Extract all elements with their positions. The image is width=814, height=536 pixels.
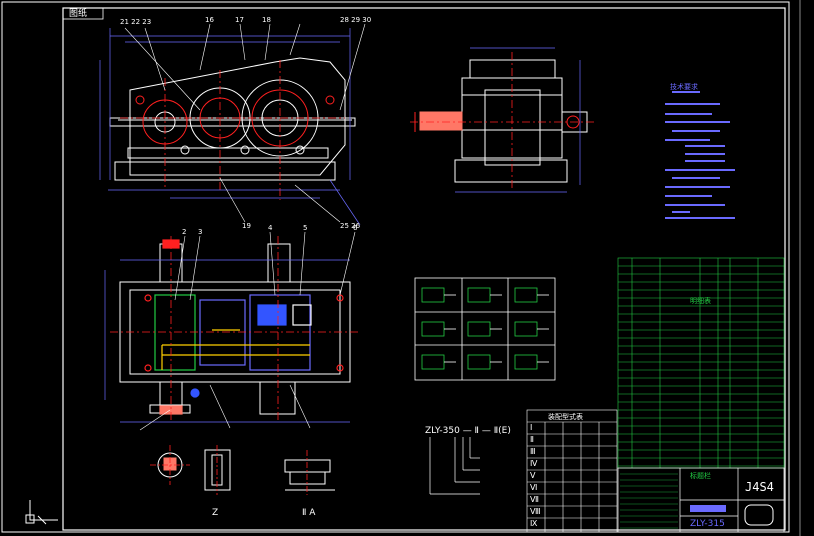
sheet-tab-label: 图纸	[69, 9, 88, 19]
svg-text:3: 3	[198, 228, 202, 236]
tech-requirements-title: 技术要求	[670, 83, 698, 91]
ratio-row-label: Ⅷ	[530, 507, 541, 516]
parts-list-table	[617, 257, 785, 469]
ratio-row-label: Ⅲ	[530, 447, 536, 456]
ratio-row-label: Ⅳ	[530, 459, 538, 468]
model-formula-block	[429, 437, 480, 495]
ucs-icon	[25, 500, 58, 525]
ratio-row-label: Ⅰ	[530, 423, 533, 432]
tab-box	[62, 7, 104, 20]
svg-text:5: 5	[303, 224, 307, 232]
inner-frame	[62, 7, 786, 531]
ratio-row-label: Ⅵ	[530, 483, 538, 492]
assembly-grid	[414, 277, 556, 381]
svg-text:18: 18	[262, 16, 271, 24]
parts-list-title: 明细表	[690, 297, 711, 305]
ratio-row-label: Ⅶ	[530, 495, 539, 504]
svg-text:4: 4	[268, 224, 273, 232]
ratio-table-title: 装配型式表	[548, 413, 583, 421]
tech-requirements-lines	[665, 91, 735, 219]
front-view	[109, 57, 356, 181]
svg-text:2: 2	[182, 228, 186, 236]
outer-frame	[1, 1, 790, 533]
logo-seal	[744, 504, 774, 526]
view-label-left: Z	[212, 508, 219, 518]
svg-text:25 26: 25 26	[340, 222, 361, 230]
ratio-row-label: Ⅱ	[530, 435, 534, 444]
svg-text:21 22 23: 21 22 23	[120, 18, 151, 26]
model-formula: ZLY-350 — Ⅱ — Ⅱ(E)	[425, 426, 511, 436]
view-label-right: Ⅱ A	[302, 508, 316, 518]
title-block	[617, 467, 785, 533]
side-view	[414, 59, 588, 183]
ratio-row-label: Ⅴ	[530, 471, 536, 480]
svg-text:16: 16	[205, 16, 214, 24]
svg-text:17: 17	[235, 16, 244, 24]
ratio-row-label: Ⅸ	[530, 519, 538, 528]
svg-text:6: 6	[353, 224, 358, 232]
ratio-table	[526, 409, 618, 533]
svg-text:28 29 30: 28 29 30	[340, 16, 371, 24]
title-block-title: 标题栏	[690, 472, 711, 480]
svg-text:19: 19	[242, 222, 251, 230]
model-code: ZLY-315	[690, 519, 725, 529]
drawing-number: J4S4	[745, 480, 774, 494]
detail-views	[157, 449, 335, 491]
